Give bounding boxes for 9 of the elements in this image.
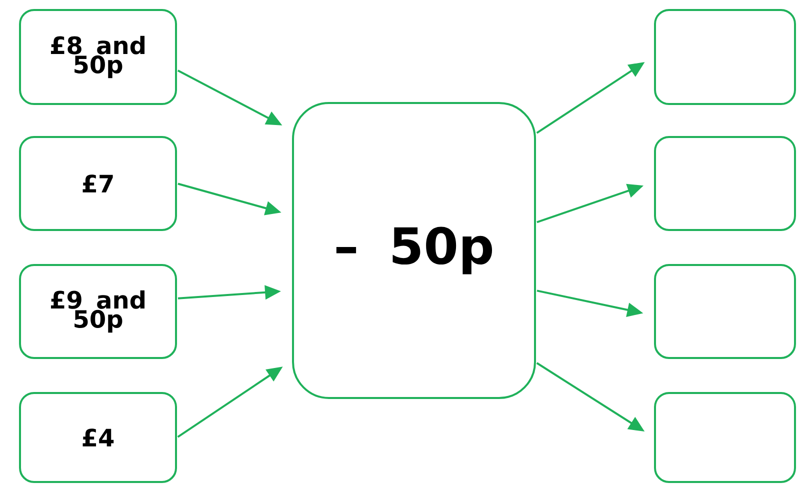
answer-box <box>654 9 796 105</box>
answer-box <box>654 392 796 483</box>
answer-box <box>654 136 796 231</box>
value-box: £8 and 50p <box>19 9 177 105</box>
value-box: £4 <box>19 392 177 483</box>
operation-box: – 50p <box>292 102 536 399</box>
value-box: £9 and 50p <box>19 264 177 359</box>
value-box: £7 <box>19 136 177 231</box>
answer-box <box>654 264 796 359</box>
